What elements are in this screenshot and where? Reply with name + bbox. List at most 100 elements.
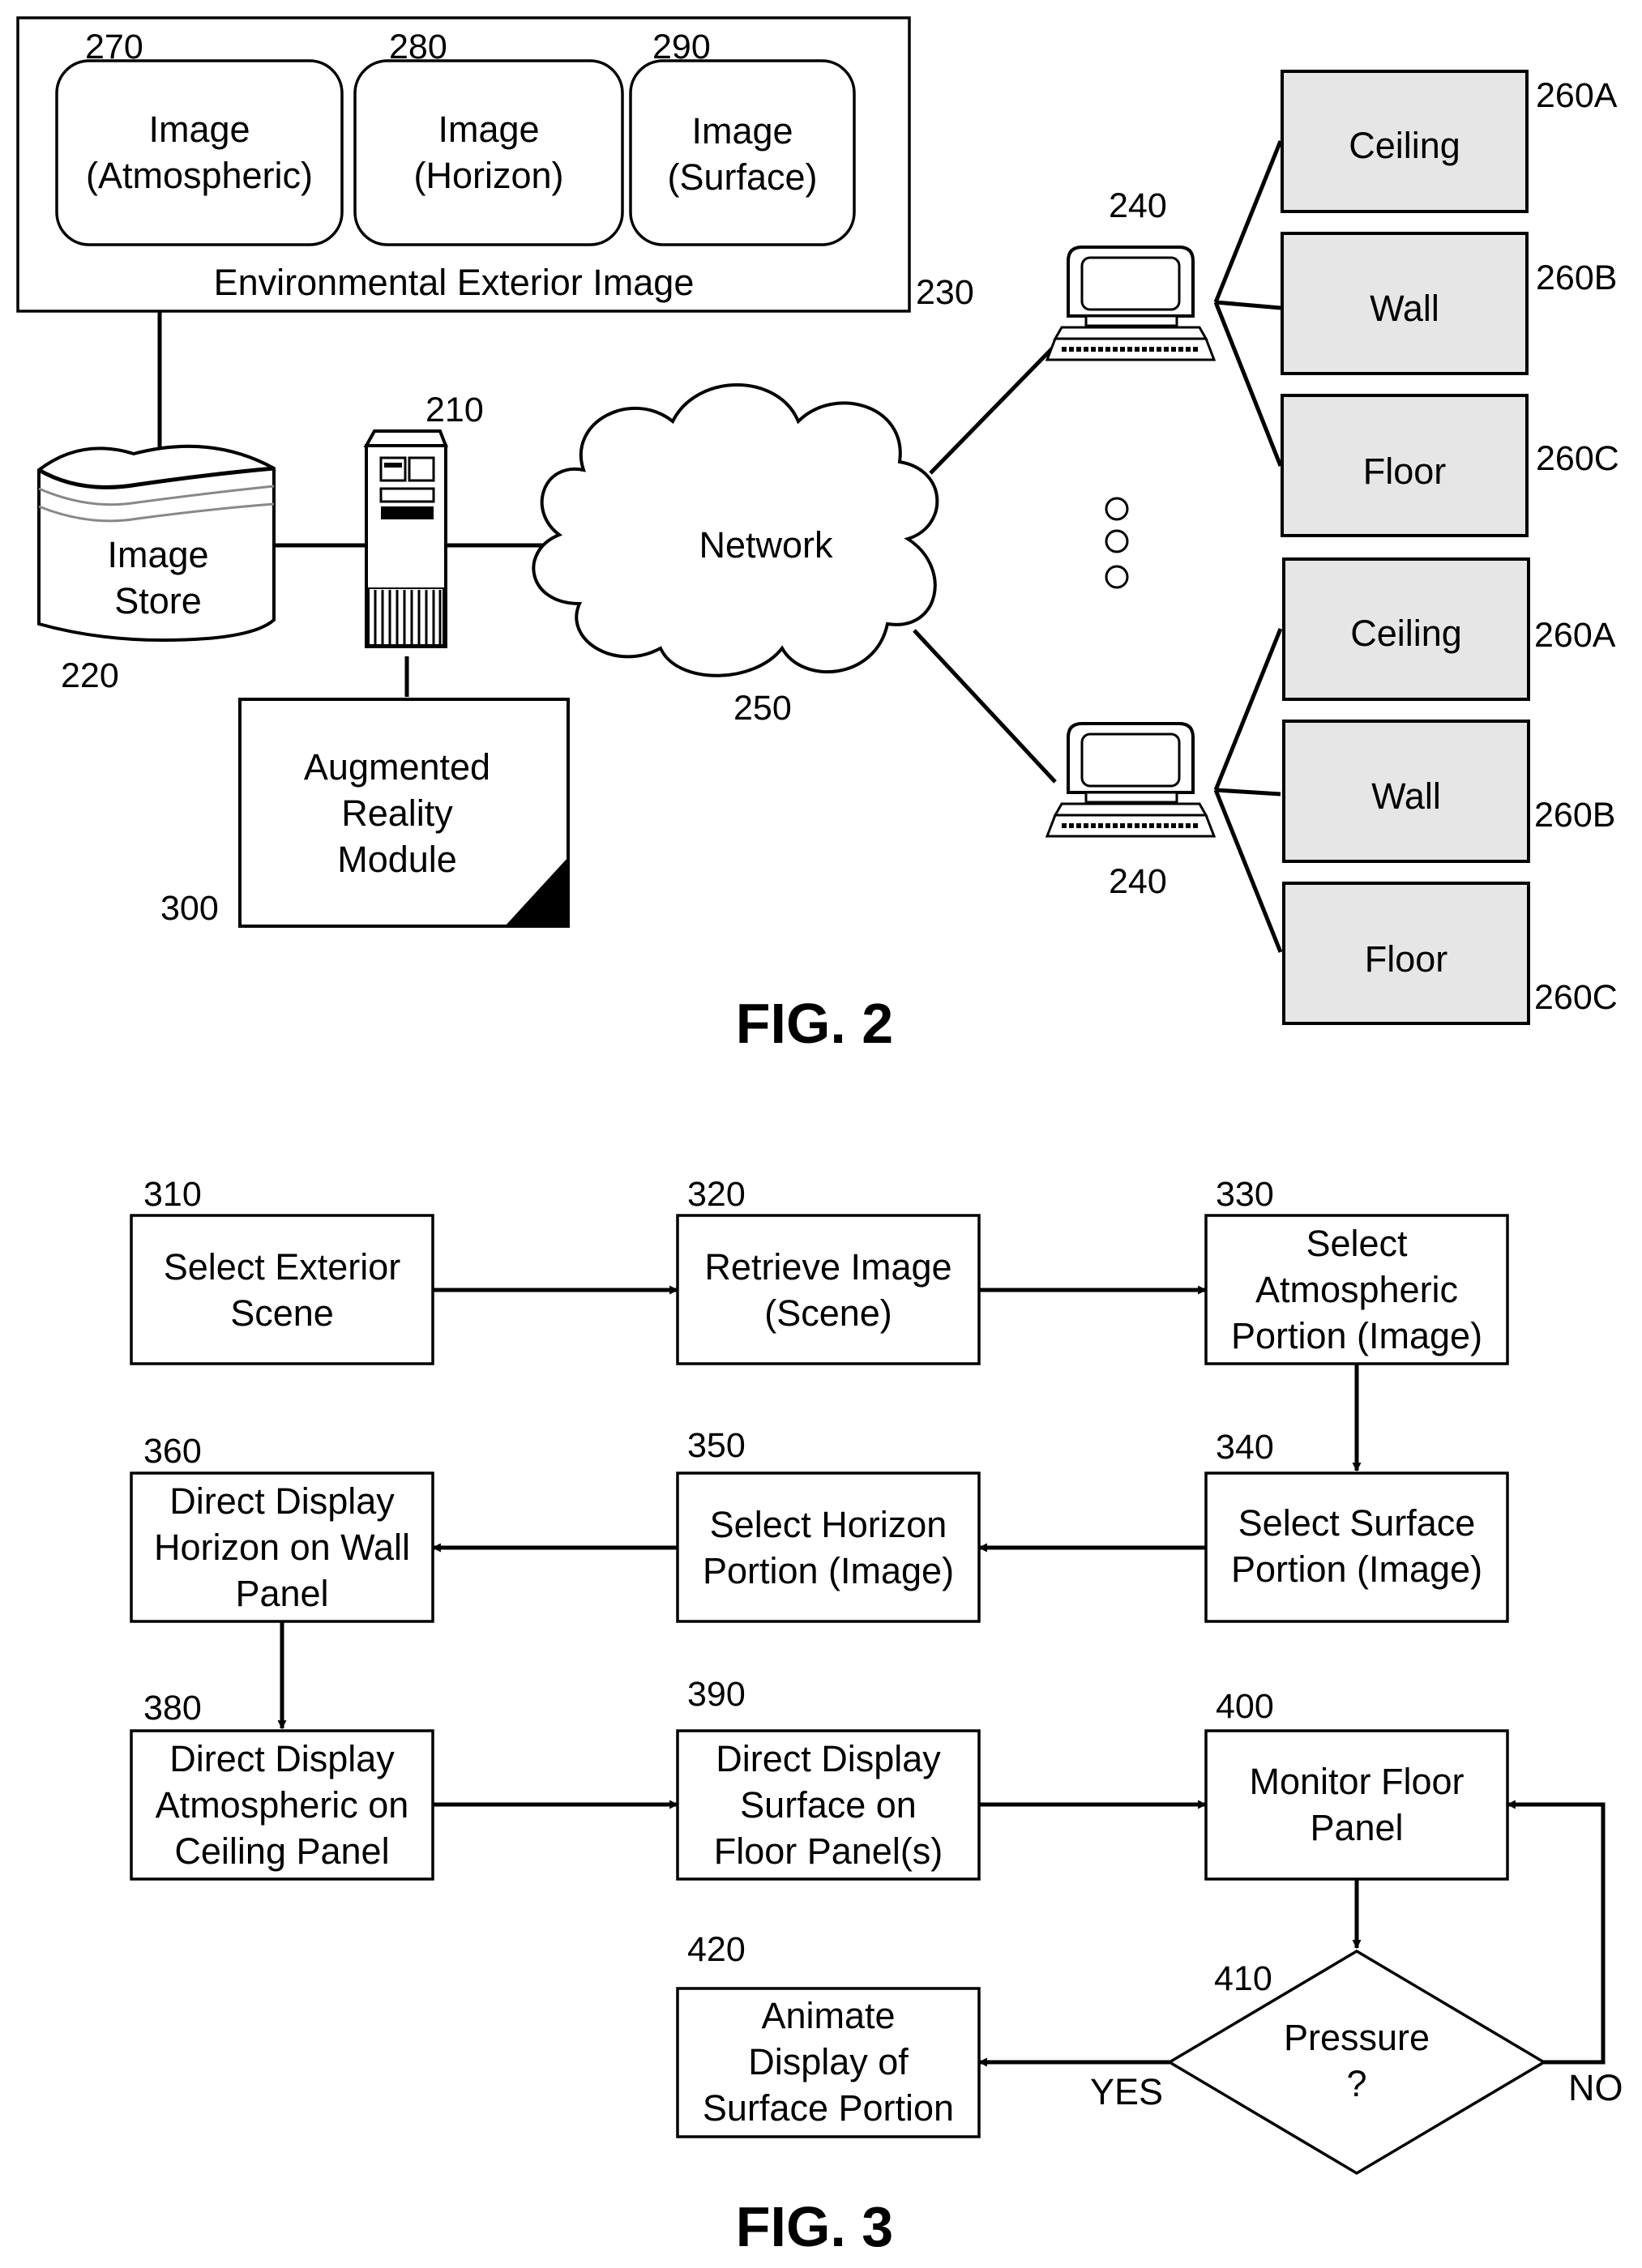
server-icon: 210 <box>363 391 484 648</box>
panels-top: Ceiling Wall Floor 260A 260B 260C <box>1281 70 1619 537</box>
step-350: 350 Select Horizon Portion (Image) <box>676 1426 981 1623</box>
ar-module-line3: Module <box>337 839 457 880</box>
ref-280: 280 <box>389 28 447 66</box>
step-420-line1: Animate <box>761 1995 895 2036</box>
panel-ceiling-bottom: Ceiling <box>1350 613 1462 654</box>
step-340-line2: Portion (Image) <box>1231 1548 1482 1590</box>
step-380-line3: Ceiling Panel <box>174 1830 389 1872</box>
image-surface-line2: (Surface) <box>667 156 817 198</box>
no-label: NO <box>1568 2067 1623 2108</box>
step-380-line1: Direct Display <box>169 1738 395 1779</box>
decision-410: 410 Pressure ? <box>1166 1949 1547 2176</box>
ref-390: 390 <box>687 1675 746 1714</box>
ref-380: 380 <box>143 1689 202 1728</box>
image-surface-line1: Image <box>691 110 793 152</box>
panels-bottom: Ceiling Wall Floor 260A 260B 260C <box>1282 557 1618 1025</box>
step-420-line2: Display of <box>748 2041 909 2082</box>
step-380-line2: Atmospheric on <box>156 1784 409 1826</box>
ref-340: 340 <box>1216 1428 1274 1467</box>
ref-210: 210 <box>425 391 484 429</box>
step-330-line1: Select <box>1306 1223 1408 1264</box>
step-390-line2: Surface on <box>740 1784 917 1826</box>
ar-module-line2: Reality <box>341 792 453 834</box>
fig3-caption: FIG. 3 <box>736 2195 893 2258</box>
ref-330: 330 <box>1216 1175 1274 1214</box>
step-390-line3: Floor Panel(s) <box>714 1830 943 1872</box>
exterior-image-label: Environmental Exterior Image <box>214 262 695 303</box>
ref-410: 410 <box>1214 1959 1272 1998</box>
step-360-line1: Direct Display <box>169 1480 395 1522</box>
step-360-line3: Panel <box>235 1573 328 1614</box>
step-420-line3: Surface Portion <box>703 2087 954 2129</box>
panel-wall-bottom: Wall <box>1371 775 1441 817</box>
ref-230: 230 <box>916 273 974 312</box>
step-420: 420 Animate Display of Surface Portion <box>676 1930 981 2138</box>
step-310-line1: Select Exterior <box>164 1246 401 1288</box>
step-400-line1: Monitor Floor <box>1249 1761 1464 1802</box>
ref-420: 420 <box>687 1930 746 1969</box>
yes-label: YES <box>1090 2071 1163 2112</box>
image-store-line1: Image <box>107 534 208 575</box>
panel-wall-top: Wall <box>1370 288 1439 329</box>
ref-260c-top: 260C <box>1536 439 1619 478</box>
step-390: 390 Direct Display Surface on Floor Pane… <box>676 1675 981 1881</box>
ref-300: 300 <box>160 889 219 928</box>
ref-360: 360 <box>143 1432 202 1471</box>
fig2-caption: FIG. 2 <box>736 992 893 1055</box>
ref-290: 290 <box>652 28 711 66</box>
computer-icon-top: 240 <box>1045 186 1217 361</box>
exterior-image-box: 270 280 290 Image (Atmospheric) Image (H… <box>16 16 974 313</box>
step-320: 320 Retrieve Image (Scene) <box>676 1175 981 1365</box>
ref-250: 250 <box>733 689 792 728</box>
fig2: 270 280 290 Image (Atmospheric) Image (H… <box>16 16 1619 1055</box>
step-330-line2: Atmospheric <box>1255 1269 1458 1310</box>
network-label: Network <box>699 524 833 566</box>
step-310: 310 Select Exterior Scene <box>130 1175 434 1365</box>
ref-240-top: 240 <box>1109 186 1167 225</box>
image-atmospheric-line2: (Atmospheric) <box>86 155 313 196</box>
ref-260b-bottom: 260B <box>1534 796 1615 835</box>
decision-410-line1: Pressure <box>1284 2017 1430 2058</box>
ref-220: 220 <box>61 656 119 695</box>
ref-350: 350 <box>687 1426 746 1465</box>
ref-260a-top: 260A <box>1536 76 1618 115</box>
step-360: 360 Direct Display Horizon on Wall Panel <box>130 1432 434 1623</box>
step-330-line3: Portion (Image) <box>1231 1315 1482 1356</box>
ref-260a-bottom: 260A <box>1534 616 1616 655</box>
fig3: 310 Select Exterior Scene 320 Retrieve I… <box>130 1175 1623 2258</box>
step-350-line1: Select Horizon <box>710 1504 947 1545</box>
step-380: 380 Direct Display Atmospheric on Ceilin… <box>130 1689 434 1881</box>
step-330: 330 Select Atmospheric Portion (Image) <box>1204 1175 1509 1365</box>
image-store: Image Store 220 <box>37 444 276 695</box>
decision-410-line2: ? <box>1346 2063 1366 2104</box>
ref-260c-bottom: 260C <box>1534 978 1618 1017</box>
step-400-line2: Panel <box>1310 1807 1403 1848</box>
panel-floor-top: Floor <box>1363 451 1447 492</box>
step-320-line1: Retrieve Image <box>704 1246 951 1288</box>
network-cloud-icon: Network 250 <box>532 383 939 728</box>
ar-module: Augmented Reality Module 300 <box>160 698 570 928</box>
step-400: 400 Monitor Floor Panel <box>1204 1687 1509 1881</box>
ref-260b-top: 260B <box>1536 258 1617 297</box>
ar-module-line1: Augmented <box>304 746 490 788</box>
step-340-line1: Select Surface <box>1238 1502 1476 1544</box>
ref-270: 270 <box>85 28 143 66</box>
ref-320: 320 <box>687 1175 746 1214</box>
image-horizon-line1: Image <box>438 109 539 150</box>
step-350-line2: Portion (Image) <box>703 1550 954 1591</box>
image-atmospheric-line1: Image <box>148 109 250 150</box>
image-horizon-line2: (Horizon) <box>413 155 563 196</box>
panel-floor-bottom: Floor <box>1365 938 1448 980</box>
step-390-line1: Direct Display <box>716 1738 941 1779</box>
ref-400: 400 <box>1216 1687 1274 1726</box>
ellipsis-icon <box>1105 497 1129 589</box>
step-360-line2: Horizon on Wall <box>154 1527 410 1568</box>
step-320-line2: (Scene) <box>764 1292 892 1334</box>
step-340: 340 Select Surface Portion (Image) <box>1204 1428 1509 1623</box>
ref-240-bottom: 240 <box>1109 862 1167 901</box>
computer-icon-bottom: 240 <box>1045 722 1217 901</box>
image-store-line2: Store <box>114 580 202 621</box>
ref-310: 310 <box>143 1175 202 1214</box>
step-310-line2: Scene <box>230 1292 334 1334</box>
